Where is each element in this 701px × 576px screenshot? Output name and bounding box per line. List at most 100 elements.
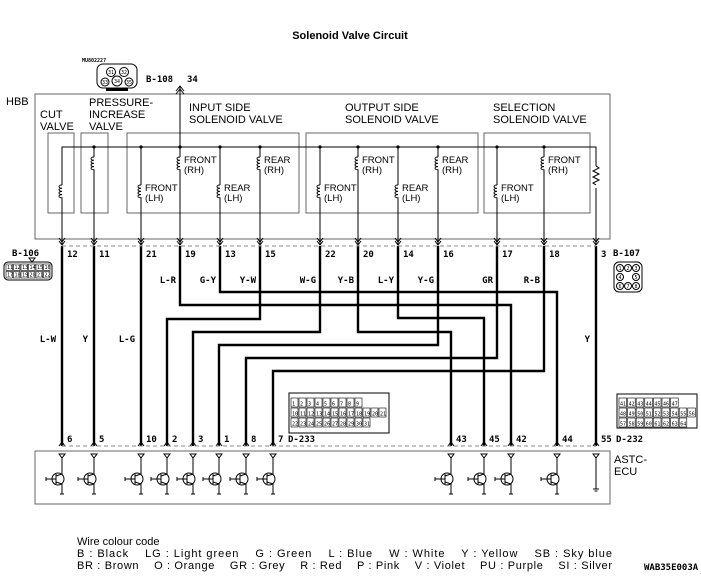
output-valve-box	[305, 132, 479, 214]
connector-arrow-icon	[189, 441, 197, 447]
transistor-icon	[229, 458, 249, 495]
pin-cell	[322, 397, 331, 408]
hbb-pin-number: 13	[225, 250, 236, 260]
transistor-leads	[256, 458, 275, 495]
pin-label: 22	[45, 273, 51, 279]
connector-arrow-icon	[137, 441, 145, 447]
transistor-leads	[467, 458, 486, 495]
wire-colour-label: Y-W	[240, 276, 257, 286]
pin-cell	[362, 407, 371, 418]
pressure-valve-label: INCREASE	[89, 109, 145, 121]
transistor-leads	[176, 458, 195, 495]
pin-circle	[106, 67, 116, 77]
wire-colour-legend: Wire colour code B : Black LG : Light gr…	[77, 536, 612, 572]
coil-label: (LH)	[402, 193, 420, 204]
coil-label: FRONT	[501, 183, 534, 194]
pin-cell	[378, 407, 387, 418]
coil-label: FRONT	[145, 183, 178, 194]
terminal-icon	[189, 453, 197, 459]
wire-y-g	[217, 246, 440, 446]
pin-label: 49	[629, 412, 635, 418]
coil-label: FRONT	[548, 155, 581, 166]
wire-colour-label: L-W	[40, 335, 57, 345]
wire-colour-label: GR	[482, 276, 493, 286]
pin-label: 6	[332, 402, 335, 408]
pin-cell	[678, 417, 688, 428]
coil-label: (LH)	[324, 193, 342, 204]
coil-mask	[136, 185, 142, 200]
pin-cell	[28, 263, 36, 271]
hbb-pin-number: 19	[185, 250, 196, 260]
ecu-pin-number: 5	[99, 435, 104, 445]
pin-cell	[661, 417, 670, 428]
terminal-icon	[163, 453, 171, 459]
pressure-valve-label: VALVE	[89, 121, 123, 133]
hbb-pin-number: 20	[363, 250, 374, 260]
pin-label: 20	[30, 273, 36, 279]
wire-colour-label: Y	[83, 335, 89, 345]
pin-label: 51	[646, 412, 652, 418]
connector-arrow-icon	[394, 237, 402, 246]
pin-cell	[644, 407, 653, 418]
pin-label: 56	[689, 412, 695, 418]
pin-label: 46	[663, 402, 669, 408]
hbb-pin-number: 18	[549, 250, 560, 260]
transistor-icon	[124, 458, 144, 495]
terminal-icon	[137, 453, 145, 459]
coil-mask	[539, 157, 545, 172]
pin-label: 27	[332, 422, 338, 428]
pin-cell	[346, 407, 355, 418]
coil-mask	[215, 185, 221, 200]
ecu-pin-number: 10	[146, 435, 157, 445]
ecu-pin-number: 55	[601, 435, 612, 445]
connector-arrow-icon	[58, 441, 66, 447]
pin-cell	[346, 397, 355, 408]
pin-label: 33	[102, 80, 108, 86]
solenoid-coil-icon	[316, 184, 321, 200]
connector-arrow-icon	[354, 237, 362, 246]
input-valve-box	[126, 132, 300, 214]
pin-label: 31	[364, 422, 370, 428]
solenoid-coil-icon	[434, 156, 439, 172]
pin-label: 29	[348, 422, 354, 428]
pin-label: 52	[654, 412, 660, 418]
pin-circle	[616, 282, 624, 290]
transistor-leads	[150, 458, 169, 495]
connector-label: D-232	[616, 435, 643, 445]
ecu-pin-number: 8	[251, 435, 256, 445]
pin-label: 6	[618, 284, 621, 290]
pin-cell	[653, 417, 662, 428]
pin-cell	[35, 263, 43, 271]
coil-label: FRONT	[184, 155, 217, 166]
hbb-pin-number: 17	[502, 250, 513, 260]
ecu-pin-number: 2	[172, 435, 177, 445]
hbb-pin-number: 16	[443, 250, 454, 260]
coil-label: (LH)	[501, 193, 519, 204]
connector-arrow-icon	[507, 441, 515, 447]
connector-arrow-icon	[256, 237, 264, 246]
coil-label: REAR	[224, 183, 251, 194]
figure-id: WAB35E003A	[644, 563, 699, 573]
cut-valve-label: VALVE	[40, 121, 74, 133]
solenoid-coil-icon	[90, 156, 95, 172]
pin-label: 54	[672, 412, 678, 418]
pin-cell	[43, 263, 51, 271]
coil-label: REAR	[442, 155, 469, 166]
terminal-icon	[553, 453, 561, 459]
pin-cell	[314, 417, 323, 428]
pin-label: 25	[316, 422, 322, 428]
pin-cell	[298, 417, 307, 428]
hbb-pin-number: 15	[265, 250, 276, 260]
pin-cell	[635, 417, 645, 428]
pin-cell	[298, 407, 307, 418]
pin-cell	[346, 417, 355, 428]
terminal-icon	[447, 453, 455, 459]
coil-mask	[255, 157, 261, 172]
connector-arrow-icon	[316, 237, 324, 246]
pin-cell	[314, 407, 323, 418]
coil-mask	[175, 157, 181, 172]
pin-label: 57	[620, 422, 626, 428]
wire-l-y	[396, 246, 486, 446]
